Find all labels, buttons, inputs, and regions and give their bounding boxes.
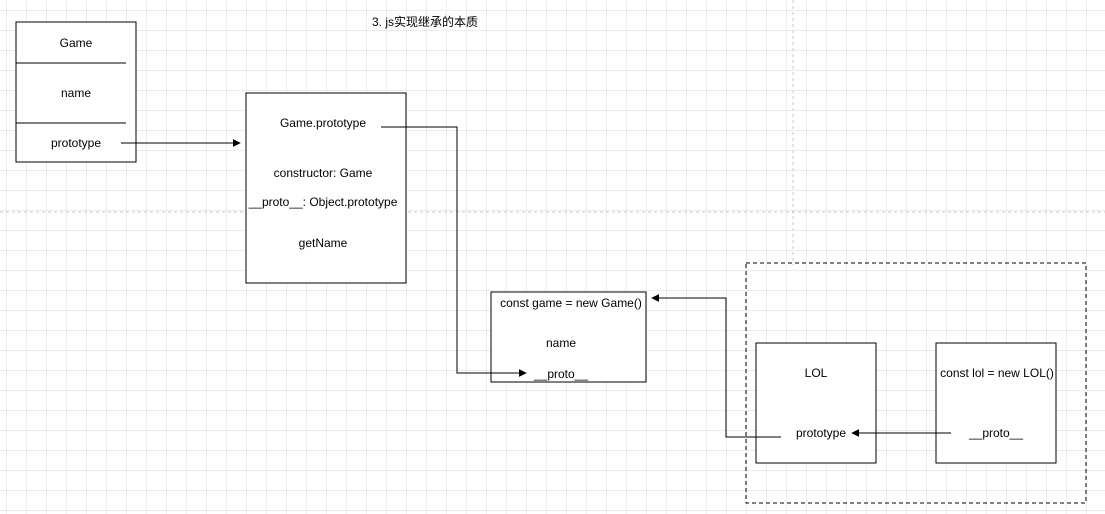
game-class-field-prototype: prototype xyxy=(51,136,101,150)
diagram-title: 3. js实现继承的本质 xyxy=(372,14,478,29)
lol-class-box[interactable]: LOL prototype xyxy=(755,342,877,464)
game-instance-field-name: name xyxy=(546,336,576,350)
arrow-lol-prototype-to-game-instance xyxy=(651,294,781,438)
lol-instance-field-proto: __proto__ xyxy=(968,426,1023,440)
game-prototype-constructor: constructor: Game xyxy=(274,166,373,180)
lol-class-name: LOL xyxy=(805,366,828,380)
game-class-box[interactable]: Game name prototype xyxy=(15,21,137,163)
lol-class-field-prototype: prototype xyxy=(796,426,846,440)
game-instance-box[interactable]: const game = new Game() name __proto__ xyxy=(490,291,647,383)
game-prototype-method: getName xyxy=(299,236,348,250)
game-instance-header: const game = new Game() xyxy=(500,296,642,310)
lol-instance-box[interactable]: const lol = new LOL() __proto__ xyxy=(935,342,1057,464)
game-prototype-proto: __proto__: Object.prototype xyxy=(248,195,398,209)
game-class-field-name: name xyxy=(61,86,91,100)
lol-instance-header: const lol = new LOL() xyxy=(940,366,1054,380)
game-instance-field-proto: __proto__ xyxy=(533,367,588,381)
lol-group-container xyxy=(745,262,1087,504)
game-prototype-box[interactable]: Game.prototype constructor: Game __proto… xyxy=(245,92,407,284)
game-prototype-header: Game.prototype xyxy=(280,116,366,130)
arrow-game-prototype-to-instance-proto xyxy=(381,126,527,377)
game-class-name: Game xyxy=(60,36,93,50)
